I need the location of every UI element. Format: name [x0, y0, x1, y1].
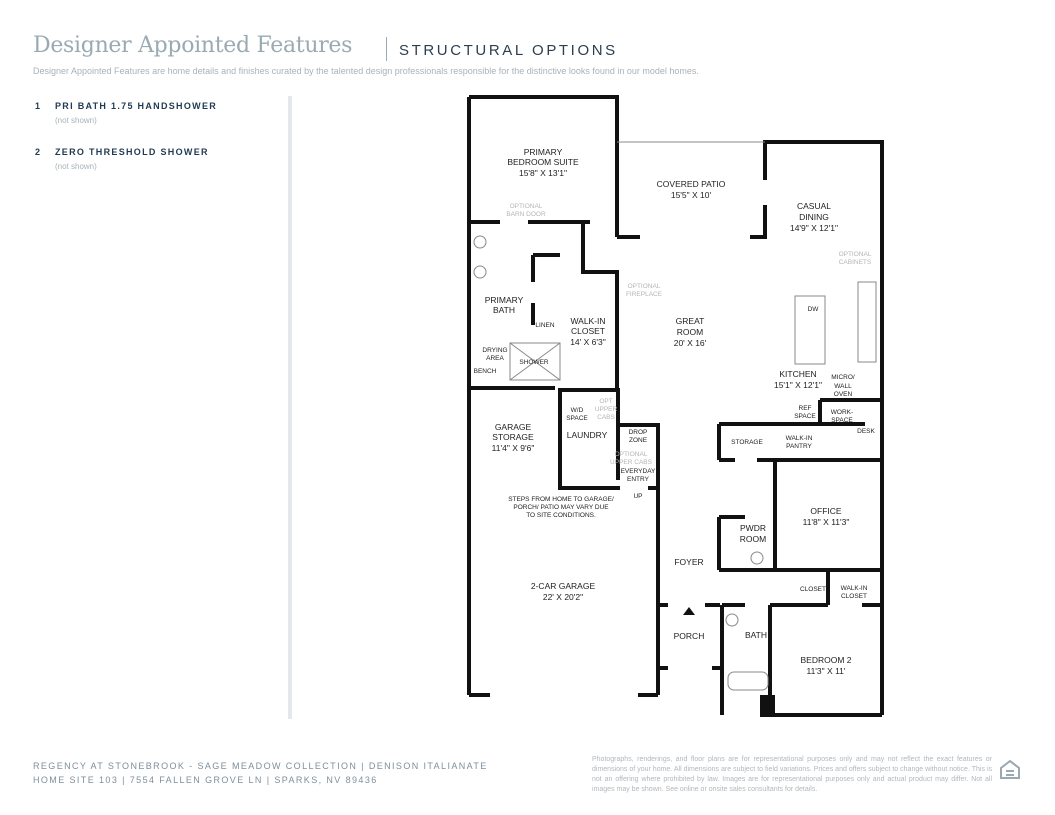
annotation: OVEN: [834, 391, 853, 398]
room-label: PRIMARY: [485, 295, 524, 305]
room-label: CLOSET: [841, 593, 867, 600]
annotation: DW: [808, 306, 820, 313]
room-dimension: 11'4" X 9'6": [492, 443, 535, 453]
option-number: 1: [35, 101, 42, 111]
room-label: CLOSET: [571, 326, 605, 336]
legal-disclaimer: Photographs, renderings, and floor plans…: [592, 756, 992, 793]
annotation: AREA: [486, 355, 504, 362]
annotation: UP: [633, 493, 642, 500]
room-label: PORCH: [674, 631, 705, 641]
room-dimension: 14' X 6'3": [570, 337, 606, 347]
room-label: COVERED PATIO: [657, 179, 726, 189]
room-label: PANTRY: [786, 443, 812, 450]
page-subtitle: STRUCTURAL OPTIONS: [399, 42, 618, 59]
annotation: SPACE: [794, 413, 816, 420]
address-line: HOME SITE 103 | 7554 FALLEN GROVE LN | S…: [33, 775, 378, 785]
annotation: W/D: [571, 407, 584, 414]
annotation: REF: [799, 405, 812, 412]
room-label: PWDR: [740, 523, 766, 533]
page-title: Designer Appointed Features: [33, 33, 353, 58]
equal-housing-icon: [1000, 760, 1020, 779]
room-dimension: 15'1" X 12'1": [774, 380, 822, 390]
room-label: BEDROOM SUITE: [507, 157, 579, 167]
room-label: 2-CAR GARAGE: [531, 581, 596, 591]
option-label: ZERO THRESHOLD SHOWER: [55, 147, 209, 157]
annotation: WORK-: [831, 409, 853, 416]
option-note: (not shown): [55, 162, 97, 171]
room-label: LAUNDRY: [567, 430, 608, 440]
annotation: BARN DOOR: [506, 211, 546, 218]
annotation: OPTIONAL: [839, 251, 872, 258]
room-dimension: 15'8" X 13'1": [519, 168, 567, 178]
annotation: MICRO/: [831, 374, 855, 381]
room-label: ROOM: [677, 327, 703, 337]
room-dimension: 14'9" X 12'1": [790, 223, 838, 233]
option-number: 2: [35, 147, 42, 157]
annotation: OPTIONAL: [510, 203, 543, 210]
title-divider: [386, 37, 387, 61]
option-note: (not shown): [55, 116, 97, 125]
annotation: OPTIONAL: [628, 283, 661, 290]
note: STEPS FROM HOME TO GARAGE/: [508, 496, 614, 503]
room-dimension: 15'5" X 10': [671, 190, 712, 200]
room-label: WALK-IN: [786, 435, 813, 442]
room-label: LINEN: [535, 322, 554, 329]
annotation: OPT: [599, 398, 612, 405]
divider-bar: [288, 96, 292, 719]
room-label: OFFICE: [810, 506, 841, 516]
room-label: ROOM: [740, 534, 766, 544]
annotation: SPACE: [831, 417, 853, 424]
room-label: BEDROOM 2: [800, 655, 851, 665]
room-label: CASUAL: [797, 201, 831, 211]
room-label: WALK-IN: [841, 585, 868, 592]
option-item: 2 ZERO THRESHOLD SHOWER: [35, 147, 209, 157]
room-label: BATH: [493, 305, 515, 315]
annotation: UPPER CABS: [610, 459, 653, 466]
room-label: STORAGE: [731, 439, 763, 446]
annotation: BENCH: [474, 368, 497, 375]
room-label: WALK-IN: [570, 316, 605, 326]
room-dimension: 20' X 16': [674, 338, 707, 348]
room-label: KITCHEN: [779, 369, 816, 379]
room-dimension: 22' X 20'2": [543, 592, 583, 602]
room-label: FOYER: [674, 557, 703, 567]
room-label: STORAGE: [492, 432, 534, 442]
fixtures: [473, 141, 877, 691]
annotation: EVERYDAY: [621, 468, 656, 475]
annotation: WALL: [834, 383, 852, 390]
annotation: OPTIONAL: [615, 451, 648, 458]
walls: [467, 95, 884, 717]
room-label: CLOSET: [800, 586, 826, 593]
room-label: PRIMARY: [524, 147, 563, 157]
annotation: CABS: [597, 414, 615, 421]
wall-block: [760, 695, 775, 715]
room-dimension: 11'8" X 11'3": [803, 517, 850, 527]
community-line: REGENCY AT STONEBROOK - SAGE MEADOW COLL…: [33, 761, 488, 771]
entry-arrow-icon: [683, 607, 695, 615]
annotation: ZONE: [629, 437, 648, 444]
room-label: GARAGE: [495, 422, 532, 432]
annotation: SPACE: [566, 415, 588, 422]
note: PORCH/ PATIO MAY VARY DUE: [513, 504, 609, 511]
room-label: DINING: [799, 212, 829, 222]
annotation: DESK: [857, 428, 875, 435]
option-label: PRI BATH 1.75 HANDSHOWER: [55, 101, 218, 111]
annotation: DROP: [629, 429, 648, 436]
room-label: GREAT: [676, 316, 705, 326]
option-item: 1 PRI BATH 1.75 HANDSHOWER: [35, 101, 217, 111]
note: TO SITE CONDITIONS.: [526, 512, 596, 519]
annotation: SHOWER: [519, 359, 549, 366]
annotation: UPPER: [595, 406, 618, 413]
annotation: CABINETS: [839, 259, 872, 266]
annotation: FIREPLACE: [626, 291, 663, 298]
annotation: DRYING: [482, 347, 507, 354]
room-label: BATH: [745, 630, 767, 640]
annotation: ENTRY: [627, 476, 650, 483]
page-description: Designer Appointed Features are home det…: [33, 66, 699, 76]
room-dimension: 11'3" X 11': [806, 666, 845, 676]
